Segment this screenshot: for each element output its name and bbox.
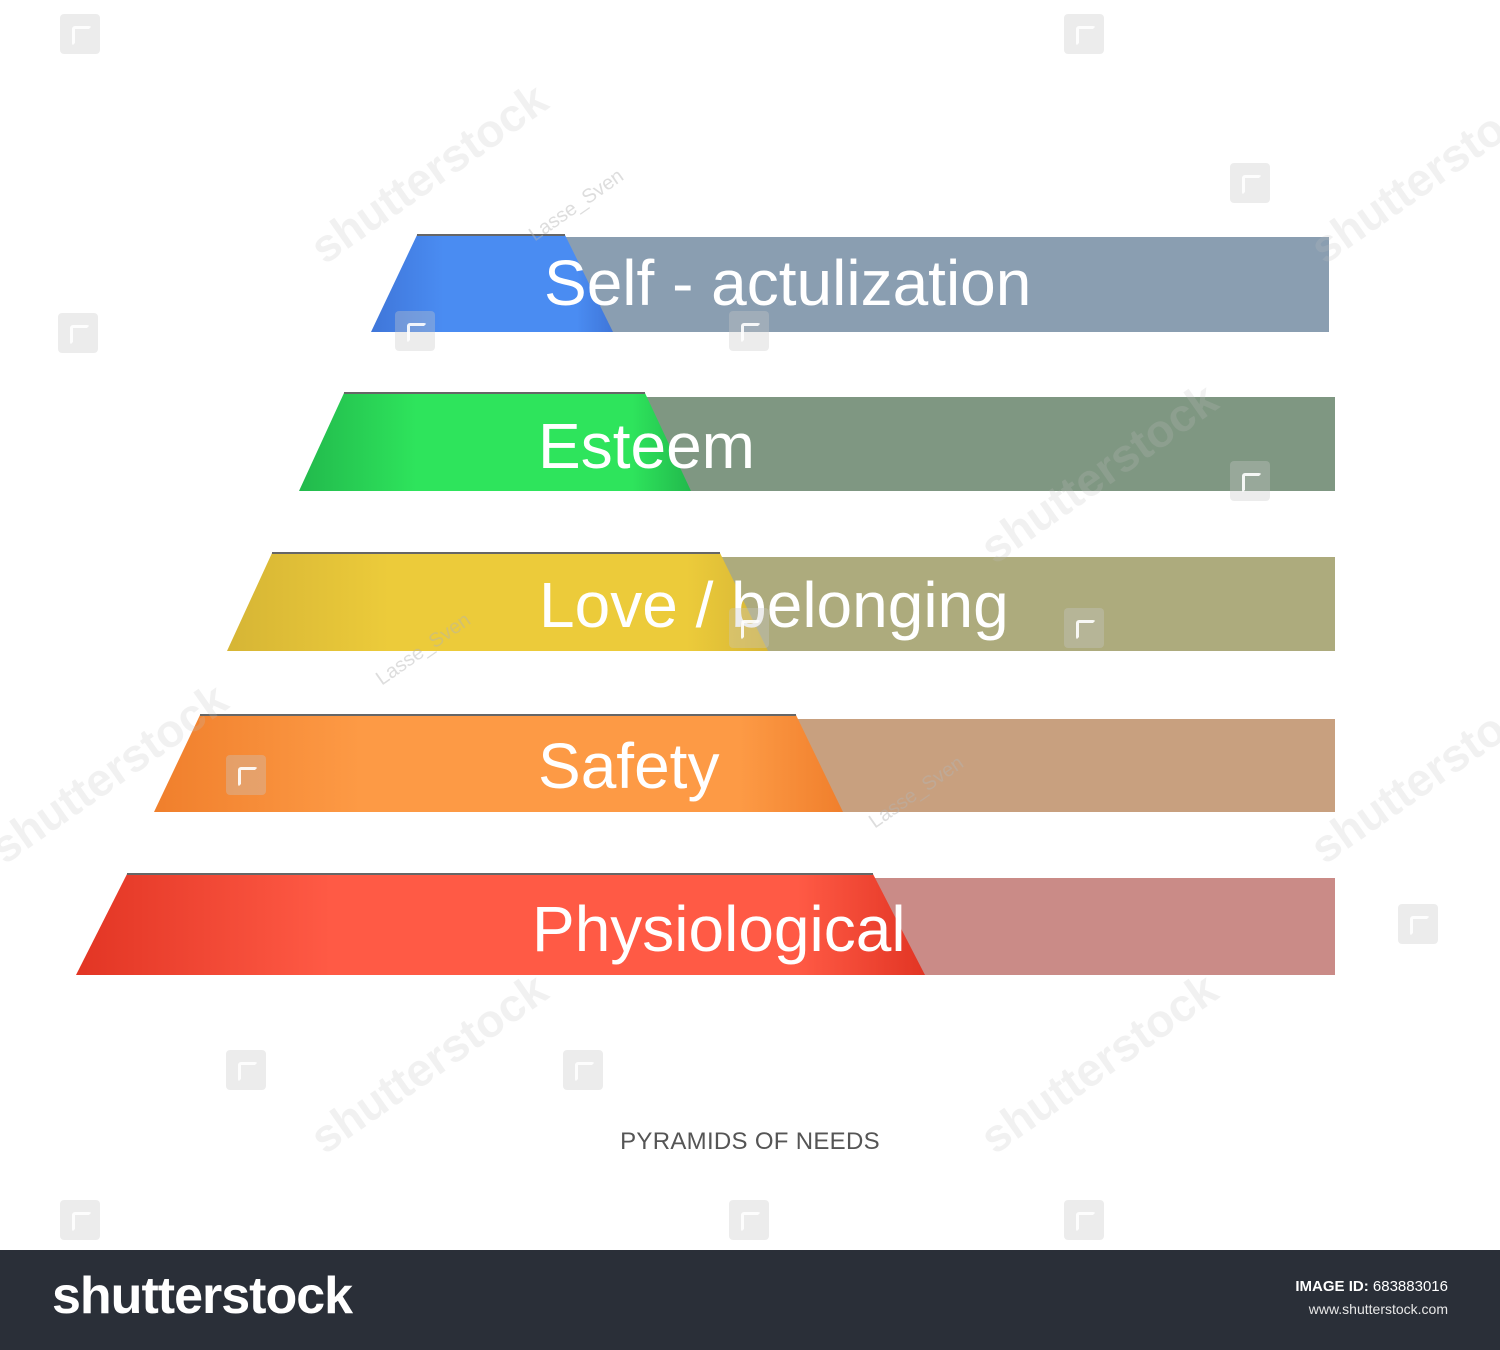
level-bar xyxy=(796,719,1335,812)
image-id-block: IMAGE ID: 683883016 www.shutterstock.com xyxy=(1295,1278,1448,1317)
level-label: Self - actulization xyxy=(544,247,1031,319)
level-bar xyxy=(873,878,1335,975)
needs-pyramid-diagram: Self - actulization Esteem Love / belong… xyxy=(76,234,1335,975)
level-self-actualization: Self - actulization xyxy=(371,234,1329,332)
level-physiological: Physiological xyxy=(76,873,1335,975)
level-safety: Safety xyxy=(154,714,1335,812)
level-trapezoid xyxy=(371,235,613,332)
level-bar xyxy=(720,557,1335,651)
level-trapezoid xyxy=(76,874,925,975)
image-id-label: IMAGE ID: xyxy=(1295,1278,1369,1295)
level-bar xyxy=(643,397,1335,491)
level-bar xyxy=(565,237,1329,332)
level-label: Esteem xyxy=(538,410,755,482)
level-label: Physiological xyxy=(532,893,906,965)
site-url: www.shutterstock.com xyxy=(1308,1301,1448,1317)
footer-bar: shutterstock IMAGE ID: 683883016 www.shu… xyxy=(0,1250,1500,1350)
level-trapezoid xyxy=(227,553,768,651)
level-label: Safety xyxy=(538,730,719,802)
image-id-value: 683883016 xyxy=(1372,1278,1448,1295)
level-label: Love / belonging xyxy=(539,569,1009,641)
level-esteem: Esteem xyxy=(299,392,1335,491)
brand-logo: shutterstock xyxy=(52,1267,353,1325)
level-trapezoid xyxy=(299,393,691,491)
level-love-belonging: Love / belonging xyxy=(227,552,1335,651)
level-trapezoid xyxy=(154,715,843,812)
diagram-caption: PYRAMIDS OF NEEDS xyxy=(620,1128,880,1155)
